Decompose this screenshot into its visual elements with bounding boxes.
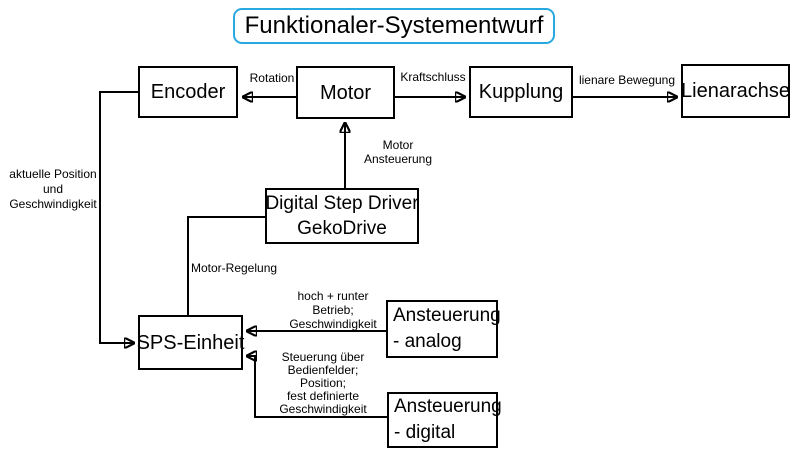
edge-label-hoch-runter-line3: Geschwindigkeit bbox=[289, 317, 377, 331]
edge-label-steuerung-line3: Position; bbox=[299, 376, 347, 390]
edge-label-rotation-text: Rotation bbox=[249, 71, 295, 85]
edge-label-hoch-runter-line1: hoch + runter bbox=[297, 289, 369, 303]
edge-label-steuerung-line2: Bedienfelder; bbox=[287, 363, 359, 377]
edge-label-motor-ansteuerung: Motor Ansteuerung bbox=[352, 138, 444, 166]
edge-label-aktuelle-position-line2: und bbox=[42, 182, 64, 196]
edge-label-motor-regelung-text: Motor-Regelung bbox=[191, 261, 278, 275]
diagram-title-text: Funktionaler-Systementwurf bbox=[244, 12, 544, 39]
diagram-title: Funktionaler-Systementwurf bbox=[233, 8, 555, 44]
edge-label-rotation: Rotation bbox=[243, 71, 301, 85]
node-kupplung: Kupplung bbox=[469, 66, 573, 118]
edge-label-steuerung-line5: Geschwindigkeit bbox=[279, 402, 367, 416]
node-motor: Motor bbox=[296, 66, 395, 119]
node-sps-einheit: SPS-Einheit bbox=[136, 315, 245, 370]
edge-label-motor-ansteuerung-line1: Motor bbox=[382, 138, 414, 152]
node-ansteuerung-analog: Ansteuerung - analog bbox=[386, 300, 501, 358]
edge-digital-to-sps bbox=[247, 356, 387, 418]
node-encoder-label: Encoder bbox=[150, 81, 226, 103]
node-driver-label-line1: Digital Step Driver bbox=[265, 193, 419, 214]
edge-label-aktuelle-position-line3: Geschwindigkeit bbox=[9, 197, 97, 211]
edge-sps-to-driver bbox=[187, 216, 265, 315]
node-digital-label-line1: Ansteuerung bbox=[394, 396, 502, 417]
edge-label-kraftschluss: Kraftschluss bbox=[396, 70, 470, 84]
edge-label-hoch-runter-line2: Betrieb; bbox=[312, 303, 354, 317]
edge-label-motor-ansteuerung-line2: Ansteuerung bbox=[363, 152, 433, 166]
edge-label-steuerung-line4: fest definierte bbox=[286, 389, 360, 403]
node-digital-label-line2: - digital bbox=[394, 422, 456, 443]
node-sps-label: SPS-Einheit bbox=[136, 331, 245, 354]
node-analog-label-line2: - analog bbox=[393, 331, 462, 352]
edge-label-kraftschluss-text: Kraftschluss bbox=[400, 70, 466, 84]
node-lienarachse: Lienarachse bbox=[681, 64, 790, 118]
node-encoder: Encoder bbox=[138, 66, 238, 118]
edge-label-lienare-bewegung-text: lienare Bewegung bbox=[578, 73, 676, 87]
node-analog-label-line1: Ansteuerung bbox=[393, 305, 501, 326]
node-motor-label: Motor bbox=[319, 81, 372, 104]
edge-label-aktuelle-position-line1: aktuelle Position bbox=[9, 167, 97, 181]
edge-label-aktuelle-position: aktuelle Position und Geschwindigkeit bbox=[6, 167, 100, 212]
node-kupplung-label: Kupplung bbox=[478, 81, 564, 103]
edge-label-lienare-bewegung: lienare Bewegung bbox=[574, 73, 680, 87]
edge-encoder-to-sps bbox=[99, 91, 138, 343]
edge-label-hoch-runter: hoch + runter Betrieb; Geschwindigkeit bbox=[282, 289, 384, 331]
node-ansteuerung-digital: Ansteuerung - digital bbox=[387, 392, 502, 448]
edge-label-steuerung: Steuerung über Bedienfelder; Position; f… bbox=[272, 351, 374, 416]
node-digital-step-driver: Digital Step Driver GekoDrive bbox=[265, 188, 419, 244]
node-driver-label-line2: GekoDrive bbox=[297, 218, 387, 239]
edge-label-steuerung-line1: Steuerung über bbox=[281, 350, 365, 364]
edge-label-motor-regelung: Motor-Regelung bbox=[191, 261, 301, 275]
node-lienarachse-label: Lienarachse bbox=[681, 80, 790, 102]
